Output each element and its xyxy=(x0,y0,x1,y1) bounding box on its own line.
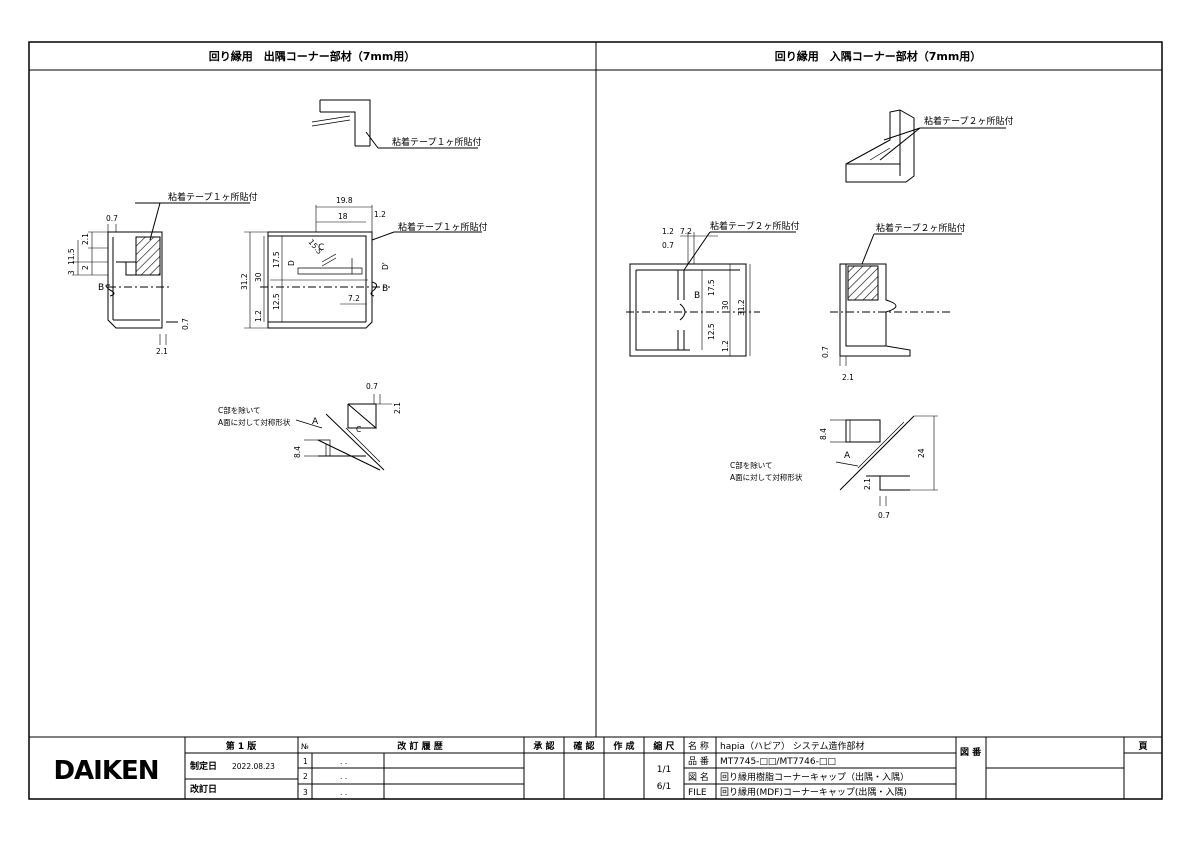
right-note-line2: A面に対して対称形状 xyxy=(730,472,803,482)
left-front-dim-7: 1.2 xyxy=(254,310,263,322)
left-side-dim-4: 3 xyxy=(67,270,76,275)
no-header: № xyxy=(301,742,309,751)
left-front-dim-3: 31.2 xyxy=(240,273,249,290)
right-front-dim-1: 7.2 xyxy=(680,227,692,236)
left-front-dim-12: 15.5 xyxy=(306,238,324,257)
right-front-dim-0: 1.2 xyxy=(662,227,674,236)
right-bottom-dim-84: 8.4 xyxy=(819,428,828,440)
right-top-tape-label: 粘着テープ２ヶ所貼付 xyxy=(924,115,1013,127)
check-header: 確 認 xyxy=(573,740,594,752)
revised-label: 改訂日 xyxy=(190,783,217,795)
left-front-dim-1: 18 xyxy=(338,212,348,221)
left-front-tape-label: 粘着テープ１ヶ所貼付 xyxy=(398,221,487,233)
revision-row-date: . . xyxy=(340,772,347,781)
right-top-view xyxy=(845,109,1006,183)
left-front-dim-10: D' xyxy=(381,262,390,270)
file-label: FILE xyxy=(688,788,707,798)
left-front-dim-5: 17.5 xyxy=(272,251,281,268)
left-bottom-dim-07: 0.7 xyxy=(366,382,378,391)
right-side-dim-0: 0.7 xyxy=(821,346,830,358)
scale-header: 縮 尺 xyxy=(653,740,674,752)
right-panel-title: 回り縁用 入隅コーナー部材（7mm用） xyxy=(775,49,982,63)
left-front-view xyxy=(244,205,482,329)
left-front-dim-11: C xyxy=(318,243,324,253)
right-front-tape-label: 粘着テープ２ヶ所貼付 xyxy=(710,220,799,232)
right-bottom-dim-24: 24 xyxy=(917,448,926,458)
left-side-view xyxy=(72,202,250,345)
created-label: 制定日 xyxy=(190,760,217,772)
left-side-marker-b: B xyxy=(98,283,104,293)
right-front-dim-4: 30 xyxy=(721,300,730,310)
revision-row-date: . . xyxy=(340,757,347,766)
revision-header: 改 訂 履 歴 xyxy=(397,740,442,752)
scale-value-1: 1/1 xyxy=(657,765,671,775)
left-panel-title: 回り縁用 出隅コーナー部材（7mm用） xyxy=(209,49,416,63)
right-side-dim-1: 2.1 xyxy=(842,373,854,382)
right-note-line1: C部を除いて xyxy=(730,460,773,470)
drawing-name-value: 回り縁用樹脂コーナーキャップ（出隅・入隅） xyxy=(720,771,909,783)
part-label: 品 番 xyxy=(688,755,709,767)
right-bottom-view xyxy=(830,415,938,506)
company-logo: DAIKEN xyxy=(53,756,158,786)
edition-label: 第 1 版 xyxy=(226,740,257,752)
left-front-dim-2: 1.2 xyxy=(374,210,386,219)
approve-header: 承 認 xyxy=(533,740,554,752)
drawing-no-label: 図 番 xyxy=(960,746,982,758)
left-side-tape-label: 粘着テープ１ヶ所貼付 xyxy=(168,191,257,203)
left-note-line1: C部を除いて xyxy=(218,405,261,415)
right-bottom-dim-07: 0.7 xyxy=(878,511,890,520)
left-bottom-view xyxy=(295,394,392,471)
right-side-view xyxy=(830,233,962,366)
right-front-dim-5: 31.2 xyxy=(737,299,746,316)
left-bottom-marker-a: A xyxy=(312,417,319,427)
left-side-dim-2: 11.5 xyxy=(67,248,76,265)
left-front-dim-4: 30 xyxy=(254,272,263,282)
left-front-marker-b: B xyxy=(382,284,388,294)
left-side-dim-07: 0.7 xyxy=(181,318,190,330)
revision-row-no: 1 xyxy=(303,757,308,766)
left-front-dim-9: D xyxy=(287,260,296,266)
right-front-marker-b: B xyxy=(694,291,700,301)
left-side-dim-3: 2 xyxy=(81,265,90,270)
right-front-dim-2: 0.7 xyxy=(662,241,674,250)
title-block xyxy=(29,736,1162,799)
revision-row-date: . . xyxy=(340,788,347,797)
left-note-line2: A面に対して対称形状 xyxy=(218,417,291,427)
right-front-dim-3: 17.5 xyxy=(707,279,716,296)
left-side-dim-0: 0.7 xyxy=(106,214,118,223)
right-front-dim-7: 1.2 xyxy=(721,340,730,352)
right-front-view xyxy=(626,231,796,357)
name-label: 名 称 xyxy=(688,740,709,752)
left-side-dim-5: 2.1 xyxy=(156,347,168,356)
revision-row-no: 3 xyxy=(303,788,308,797)
drawing-name-label: 図 名 xyxy=(688,771,709,783)
revision-row-no: 2 xyxy=(303,772,308,781)
part-value: MT7745-□□/MT7746-□□ xyxy=(720,757,836,767)
left-bottom-dim-84: 8.4 xyxy=(293,446,302,458)
created-date: 2022.08.23 xyxy=(232,762,275,771)
right-bottom-marker-a: A xyxy=(844,451,851,461)
left-side-dim-1: 2.1 xyxy=(81,233,90,245)
name-value: hapia（ハピア） システム造作部材 xyxy=(720,740,865,752)
left-top-view xyxy=(311,99,478,149)
left-bottom-dim-21: 2.1 xyxy=(393,402,402,414)
left-front-dim-8: 7.2 xyxy=(348,294,360,303)
draft-header: 作 成 xyxy=(613,740,634,752)
file-value: 回り縁用(MDF)コーナーキャップ(出隅・入隅) xyxy=(720,786,907,798)
right-side-tape-label: 粘着テープ２ヶ所貼付 xyxy=(876,222,965,234)
right-bottom-dim-21: 2.1 xyxy=(863,478,872,490)
left-front-dim-6: 12.5 xyxy=(272,293,281,310)
scale-value-2: 6/1 xyxy=(657,782,671,792)
left-bottom-marker-c: C xyxy=(356,425,361,434)
left-top-tape-label: 粘着テープ１ヶ所貼付 xyxy=(392,136,481,148)
left-front-dim-0: 19.8 xyxy=(336,196,353,205)
page-label: 頁 xyxy=(1138,741,1147,752)
right-front-dim-6: 12.5 xyxy=(707,323,716,340)
